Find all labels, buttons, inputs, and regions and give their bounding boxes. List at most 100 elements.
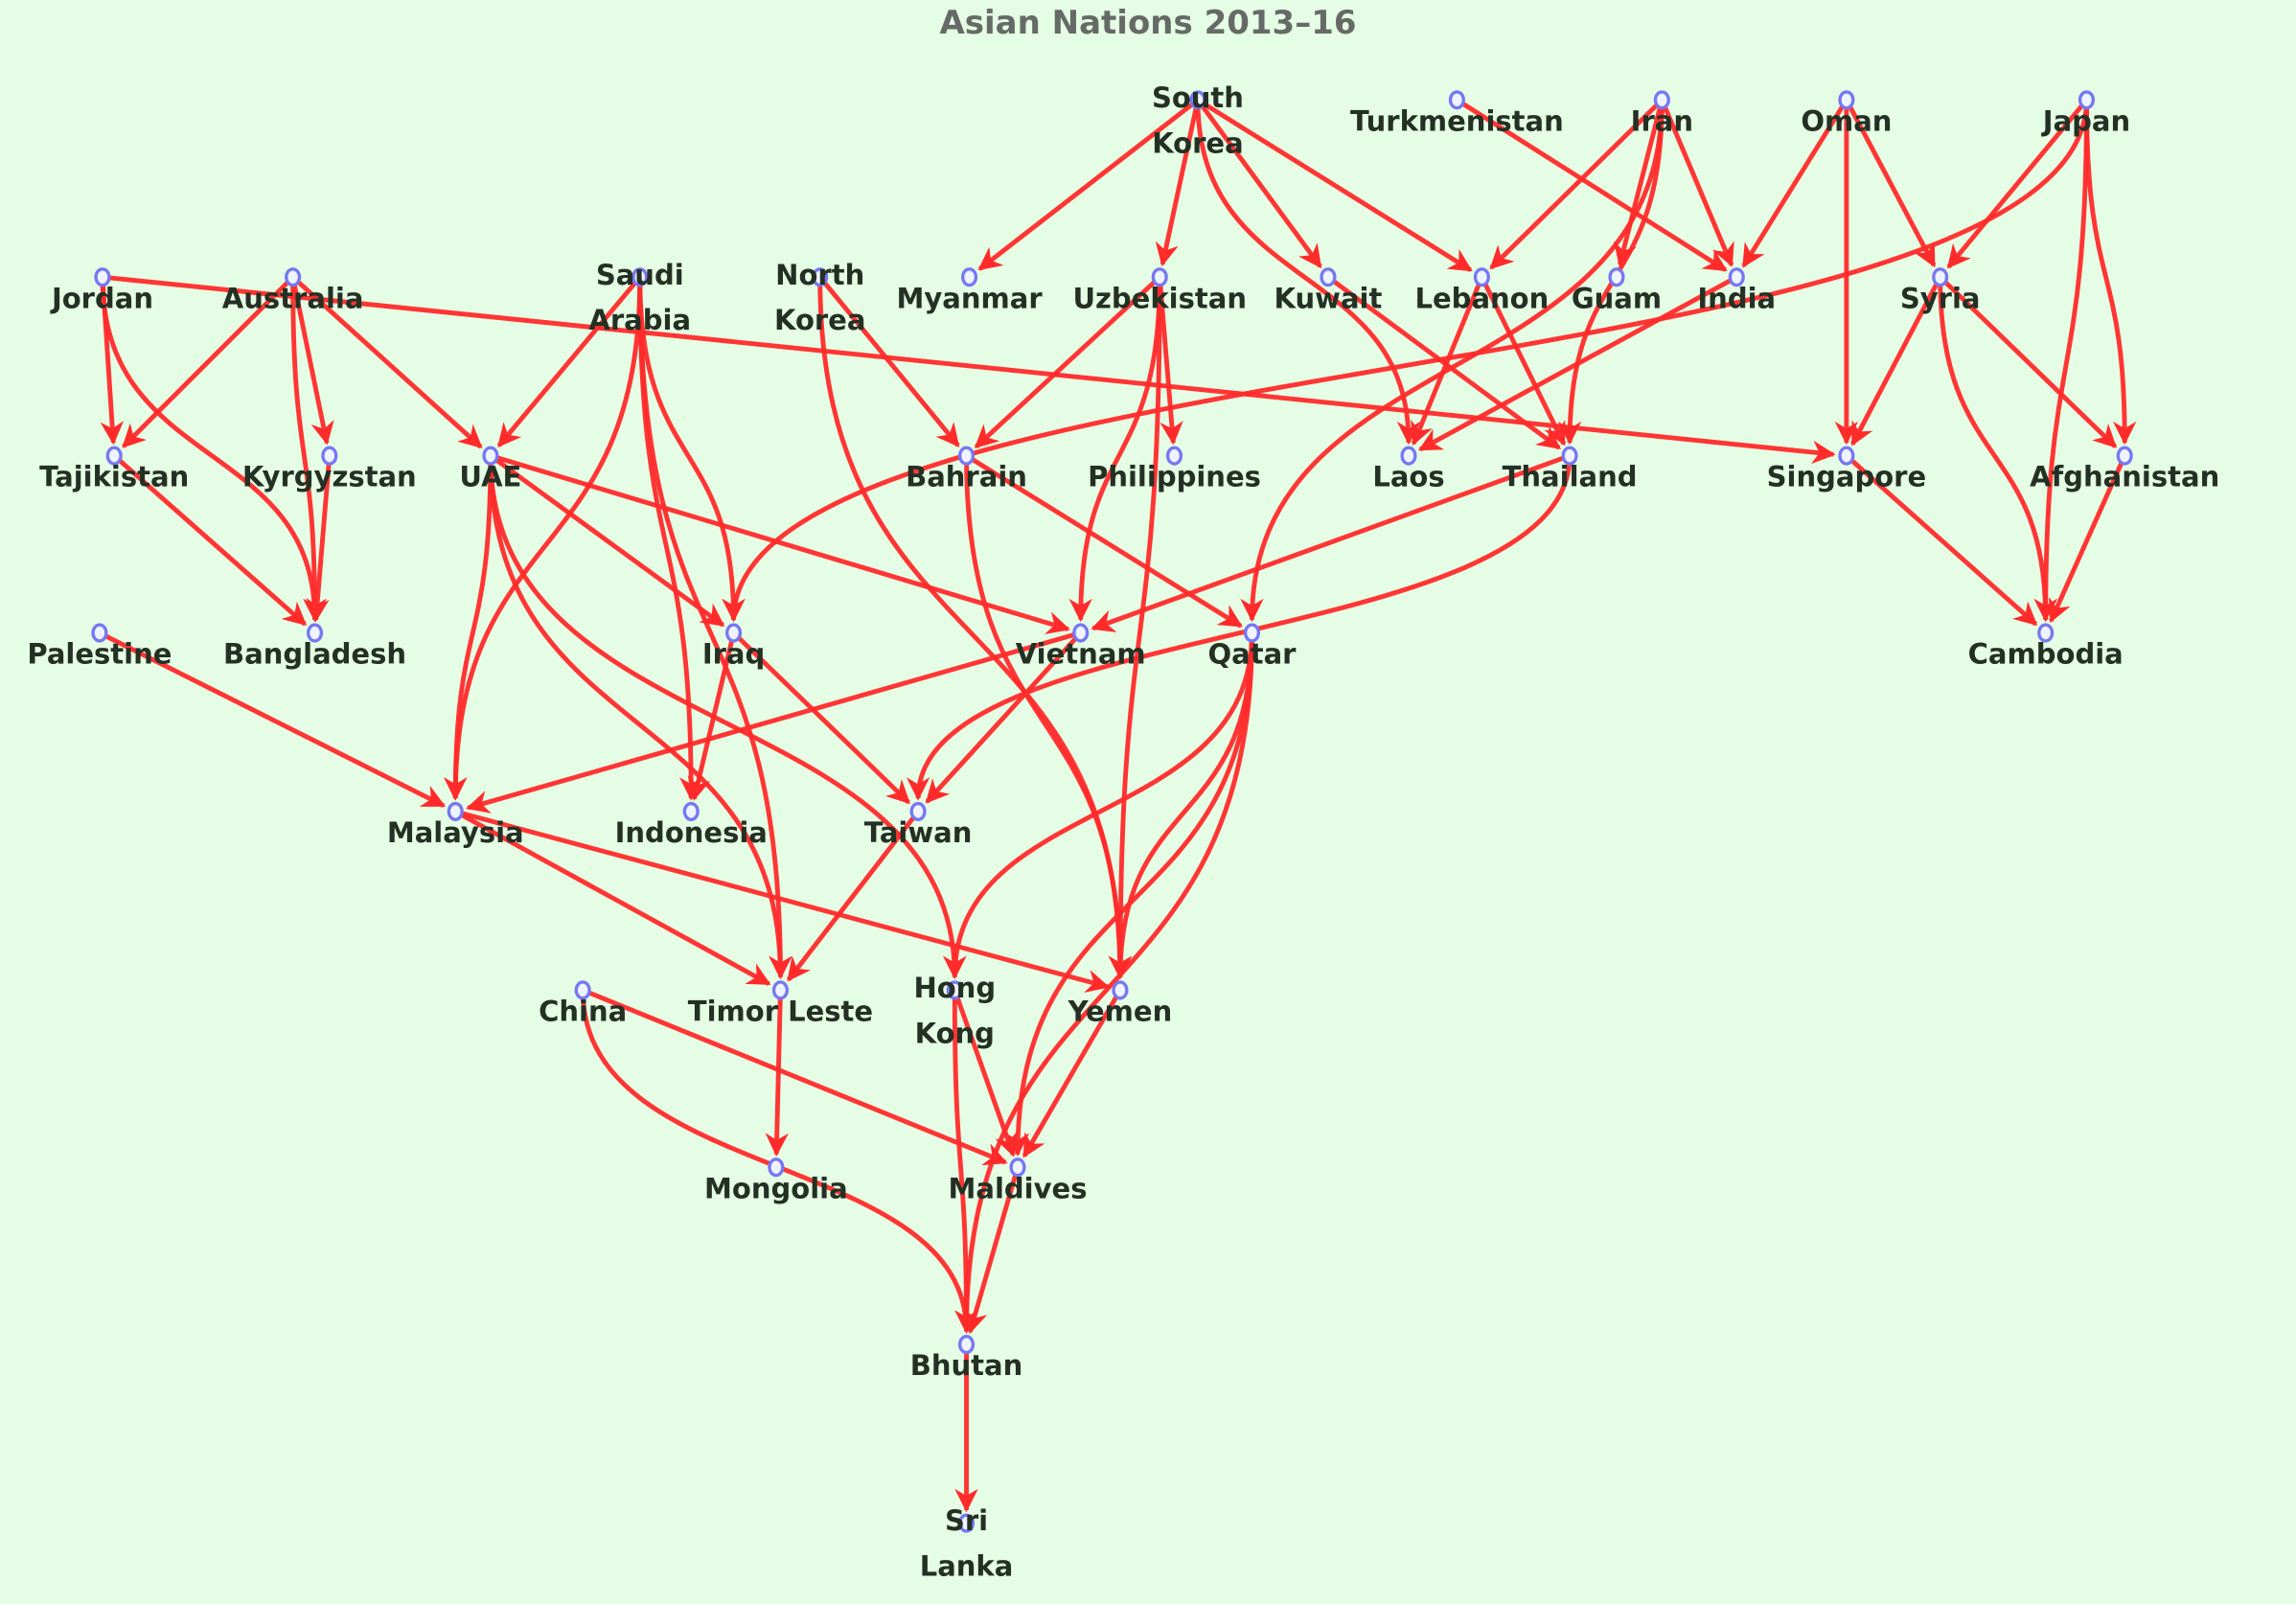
node-marker[interactable]: [961, 267, 978, 287]
node-marker[interactable]: [909, 801, 927, 822]
node-marker[interactable]: [1608, 267, 1625, 287]
node-marker[interactable]: [682, 801, 700, 822]
node-afghanistan[interactable]: Afghanistan: [2030, 446, 2219, 493]
node-australia[interactable]: Australia: [222, 267, 364, 314]
node-marker[interactable]: [285, 267, 302, 287]
node-singapore[interactable]: Singapore: [1767, 446, 1927, 493]
node-label: India: [1697, 282, 1776, 314]
node-label: Oman: [1801, 104, 1892, 137]
node-guam[interactable]: Guam: [1572, 267, 1662, 314]
node-marker[interactable]: [91, 623, 108, 643]
node-jordan[interactable]: Jordan: [50, 267, 153, 314]
node-philippines[interactable]: Philippines: [1088, 446, 1261, 493]
node-marker[interactable]: [1653, 90, 1670, 110]
node-marker[interactable]: [1072, 623, 1090, 643]
node-india[interactable]: India: [1697, 267, 1776, 314]
node-timor-leste[interactable]: Timor Leste: [688, 980, 873, 1027]
node-bahrain[interactable]: Bahrain: [906, 446, 1027, 493]
node-palestine[interactable]: Palestine: [27, 623, 172, 671]
node-laos[interactable]: Laos: [1372, 446, 1445, 493]
node-marker[interactable]: [725, 623, 743, 643]
node-vietnam[interactable]: Vietnam: [1016, 623, 1146, 671]
node-yemen[interactable]: Yemen: [1068, 980, 1173, 1027]
edge-kyrgyzstan-to-bangladesh: [306, 455, 333, 623]
node-marker[interactable]: [1448, 90, 1465, 110]
node-turkmenistan[interactable]: Turkmenistan: [1350, 90, 1564, 137]
node-oman[interactable]: Oman: [1801, 90, 1892, 137]
node-marker[interactable]: [94, 267, 111, 287]
node-cambodia[interactable]: Cambodia: [1968, 623, 2124, 671]
node-lebanon[interactable]: Lebanon: [1415, 267, 1550, 314]
node-mongolia[interactable]: Mongolia: [704, 1157, 848, 1204]
node-marker[interactable]: [1561, 446, 1578, 466]
node-marker[interactable]: [946, 980, 963, 1000]
node-marker[interactable]: [482, 446, 499, 466]
node-syria[interactable]: Syria: [1900, 267, 1981, 314]
node-marker[interactable]: [321, 446, 338, 466]
node-marker[interactable]: [1473, 267, 1490, 287]
node-label: Syria: [1900, 282, 1981, 314]
node-marker[interactable]: [812, 267, 829, 287]
node-label: Indonesia: [615, 816, 768, 849]
node-marker[interactable]: [1838, 90, 1855, 110]
node-bhutan[interactable]: Bhutan: [910, 1335, 1023, 1382]
node-marker[interactable]: [1728, 267, 1745, 287]
node-marker[interactable]: [957, 1513, 976, 1533]
node-marker[interactable]: [2037, 623, 2055, 643]
node-marker[interactable]: [105, 446, 123, 466]
node-bangladesh[interactable]: Bangladesh: [223, 623, 406, 671]
node-marker[interactable]: [1112, 980, 1129, 1000]
edge-oman-to-india: [1741, 99, 1848, 268]
node-marker[interactable]: [1243, 623, 1261, 643]
node-marker[interactable]: [1189, 90, 1206, 110]
edge-qatar-to-hong-kong: [943, 632, 1254, 980]
node-iraq[interactable]: Iraq: [702, 623, 765, 671]
edge-jordan-to-bangladesh: [100, 277, 327, 623]
node-indonesia[interactable]: Indonesia: [615, 801, 768, 849]
node-label: Myanmar: [896, 282, 1043, 314]
node-marker[interactable]: [2078, 90, 2096, 110]
node-china[interactable]: China: [539, 980, 627, 1027]
node-kyrgyzstan[interactable]: Kyrgyzstan: [242, 446, 417, 493]
node-marker[interactable]: [306, 623, 324, 643]
node-marker[interactable]: [771, 980, 790, 1000]
node-label: Maldives: [949, 1172, 1088, 1204]
node-marker[interactable]: [1151, 267, 1168, 287]
node-marker[interactable]: [768, 1157, 785, 1178]
node-iran[interactable]: Iran: [1631, 90, 1693, 137]
node-tajikistan[interactable]: Tajikistan: [39, 446, 189, 493]
edge-tajikistan-to-bangladesh: [112, 453, 308, 627]
node-malaysia[interactable]: Malaysia: [387, 801, 524, 849]
node-taiwan[interactable]: Taiwan: [864, 801, 973, 849]
node-myanmar[interactable]: Myanmar: [896, 267, 1043, 314]
edge-uae-to-timor-leste: [488, 455, 792, 980]
node-marker[interactable]: [957, 1335, 976, 1355]
node-japan[interactable]: Japan: [2041, 90, 2130, 137]
edge-japan-to-afghanistan: [2084, 100, 2137, 446]
node-marker[interactable]: [574, 980, 591, 1000]
node-marker[interactable]: [1009, 1157, 1026, 1178]
node-kuwait[interactable]: Kuwait: [1274, 267, 1383, 314]
node-marker[interactable]: [1932, 267, 1949, 287]
node-uzbekistan[interactable]: Uzbekistan: [1072, 267, 1247, 314]
node-marker[interactable]: [957, 446, 976, 466]
node-marker[interactable]: [631, 267, 649, 287]
node-marker[interactable]: [1165, 446, 1183, 466]
node-qatar[interactable]: Qatar: [1207, 623, 1297, 671]
node-marker[interactable]: [1838, 446, 1855, 466]
node-uae[interactable]: UAE: [459, 446, 521, 493]
node-marker[interactable]: [1320, 267, 1337, 287]
node-marker[interactable]: [1400, 446, 1417, 466]
node-thailand[interactable]: Thailand: [1503, 446, 1638, 493]
node-marker[interactable]: [447, 801, 464, 822]
node-maldives[interactable]: Maldives: [949, 1157, 1088, 1204]
node-label: UAE: [459, 461, 521, 493]
node-marker[interactable]: [2116, 446, 2133, 466]
